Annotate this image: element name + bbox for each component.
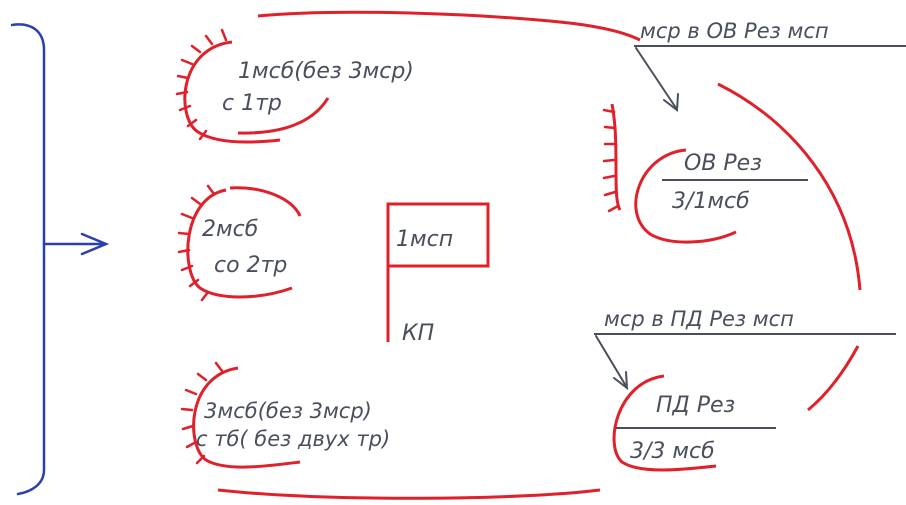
unit1-trench-arc — [183, 40, 281, 144]
pd-denominator: 3/3 мсб — [630, 439, 715, 464]
pd-pointer-arrow-icon — [595, 335, 629, 391]
command-post-label: КП — [402, 321, 434, 346]
ov-denominator: 3/1мсб — [672, 189, 750, 214]
unit1-line2: с 1тр — [222, 91, 282, 116]
lower-right-route-line — [807, 345, 860, 412]
unit2-trench-arc — [186, 188, 293, 299]
ov-heading: мср в ОВ Рез мсп — [640, 19, 829, 43]
direction-arrow-icon — [42, 232, 110, 256]
command-post-flag-icon: 1мсп КП — [386, 202, 490, 346]
bottom-route-line — [217, 488, 601, 500]
unit3-line2: с тб( без двух тр) — [196, 427, 390, 451]
unit2-line1: 2мсб — [202, 217, 258, 242]
unit1-position: 1мсб(без 3мср) с 1тр — [175, 28, 414, 144]
blue-bracket-icon — [10, 23, 46, 496]
unit2-top-arc — [229, 186, 302, 217]
unit3-position: 3мсб(без 3мср) с тб( без двух тр) — [180, 361, 390, 469]
ov-numerator: ОВ Рез — [684, 151, 762, 176]
unit2-line2: со 2тр — [214, 253, 287, 278]
ov-hatch-marks — [602, 108, 620, 213]
reserve-ov: мср в ОВ Рез мсп ОВ Рез 3/1мсб — [602, 19, 906, 244]
unit1-line1: 1мсб(без 3мср) — [238, 59, 414, 84]
unit2-position: 2мсб со 2тр — [177, 184, 302, 302]
unit2-hatch-marks — [177, 184, 216, 302]
pd-unit-arc — [612, 374, 717, 472]
ov-unit-arc — [634, 148, 737, 244]
flag-label: 1мсп — [396, 227, 453, 252]
pd-numerator: ПД Рез — [656, 393, 735, 418]
unit3-line1: 3мсб(без 3мср) — [204, 399, 372, 423]
pd-heading: мср в ПД Рез мсп — [604, 307, 794, 331]
unit1-return-arc — [237, 97, 330, 135]
unit3-hatch-marks — [180, 361, 224, 465]
top-route-line — [257, 10, 641, 42]
unit1-hatch-marks — [175, 28, 228, 141]
ov-pointer-arrow-icon — [635, 47, 679, 112]
reserve-pd: мср в ПД Рез мсп ПД Рез 3/3 мсб — [594, 307, 896, 472]
ov-trench-arc — [610, 103, 622, 211]
right-route-line — [717, 82, 862, 291]
